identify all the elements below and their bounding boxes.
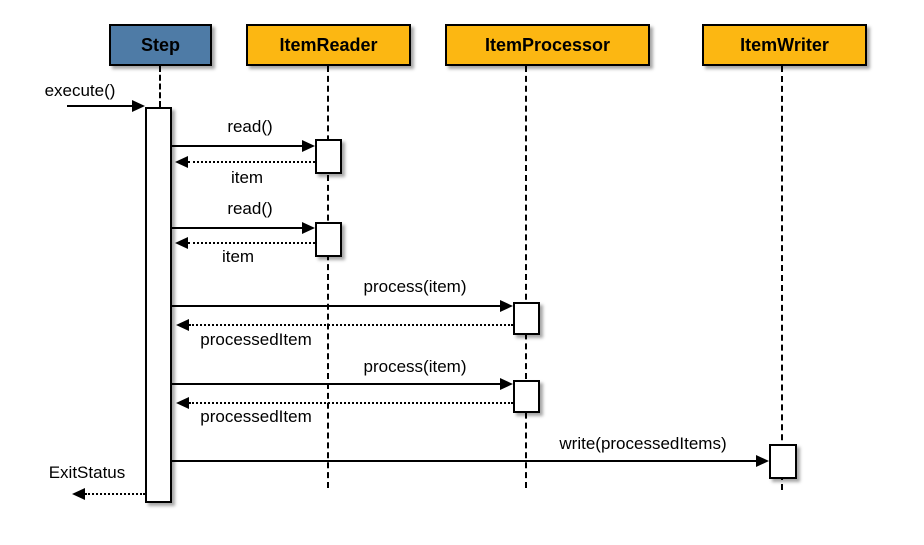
message-item-2-label: item bbox=[221, 247, 255, 266]
actor-item-reader: ItemReader bbox=[246, 24, 411, 66]
arrowhead-icon bbox=[500, 300, 513, 312]
message-processed-item-1-line bbox=[189, 324, 513, 326]
activation-item-processor-2 bbox=[513, 380, 540, 413]
activation-item-processor-1 bbox=[513, 302, 540, 335]
arrowhead-icon bbox=[500, 378, 513, 390]
message-item-1-line bbox=[188, 161, 315, 163]
arrowhead-icon bbox=[176, 319, 189, 331]
actor-step: Step bbox=[109, 24, 212, 66]
arrowhead-icon bbox=[175, 156, 188, 168]
lifeline-item-writer bbox=[781, 66, 783, 490]
message-read-2-line bbox=[172, 227, 302, 229]
arrowhead-icon bbox=[72, 488, 85, 500]
message-process-2-line bbox=[172, 383, 500, 385]
message-execute-label: execute() bbox=[44, 81, 116, 100]
arrowhead-icon bbox=[176, 397, 189, 409]
message-write-line bbox=[172, 460, 756, 462]
message-process-1-line bbox=[172, 305, 500, 307]
lifeline-item-processor bbox=[525, 66, 527, 488]
message-execute-line bbox=[67, 105, 133, 107]
lifeline-step bbox=[159, 66, 161, 107]
actor-item-processor-label: ItemProcessor bbox=[484, 34, 611, 55]
message-item-2-line bbox=[188, 242, 315, 244]
arrowhead-icon bbox=[302, 140, 315, 152]
message-processed-item-2-label: processedItem bbox=[200, 407, 312, 426]
activation-item-writer bbox=[769, 444, 797, 479]
actor-item-writer: ItemWriter bbox=[702, 24, 867, 66]
message-process-2-label: process(item) bbox=[363, 357, 467, 376]
message-read-1-label: read() bbox=[227, 117, 273, 136]
actor-item-reader-label: ItemReader bbox=[279, 34, 378, 55]
message-read-1-line bbox=[172, 145, 302, 147]
activation-step bbox=[145, 107, 172, 503]
lifeline-item-reader bbox=[327, 66, 329, 488]
message-processed-item-2-line bbox=[189, 402, 513, 404]
message-exit-status-label: ExitStatus bbox=[48, 463, 126, 482]
message-item-1-label: item bbox=[230, 168, 264, 187]
message-read-2-label: read() bbox=[227, 199, 273, 218]
message-exit-status-line bbox=[85, 493, 145, 495]
arrowhead-icon bbox=[302, 222, 315, 234]
arrowhead-icon bbox=[132, 100, 145, 112]
activation-item-reader-2 bbox=[315, 222, 342, 257]
arrowhead-icon bbox=[756, 455, 769, 467]
actor-step-label: Step bbox=[140, 34, 180, 55]
actor-item-processor: ItemProcessor bbox=[445, 24, 650, 66]
actor-item-writer-label: ItemWriter bbox=[740, 34, 829, 55]
activation-item-reader-1 bbox=[315, 139, 342, 174]
arrowhead-icon bbox=[175, 237, 188, 249]
message-process-1-label: process(item) bbox=[363, 277, 467, 296]
message-write-label: write(processedItems) bbox=[559, 434, 727, 453]
message-processed-item-1-label: processedItem bbox=[200, 330, 312, 349]
